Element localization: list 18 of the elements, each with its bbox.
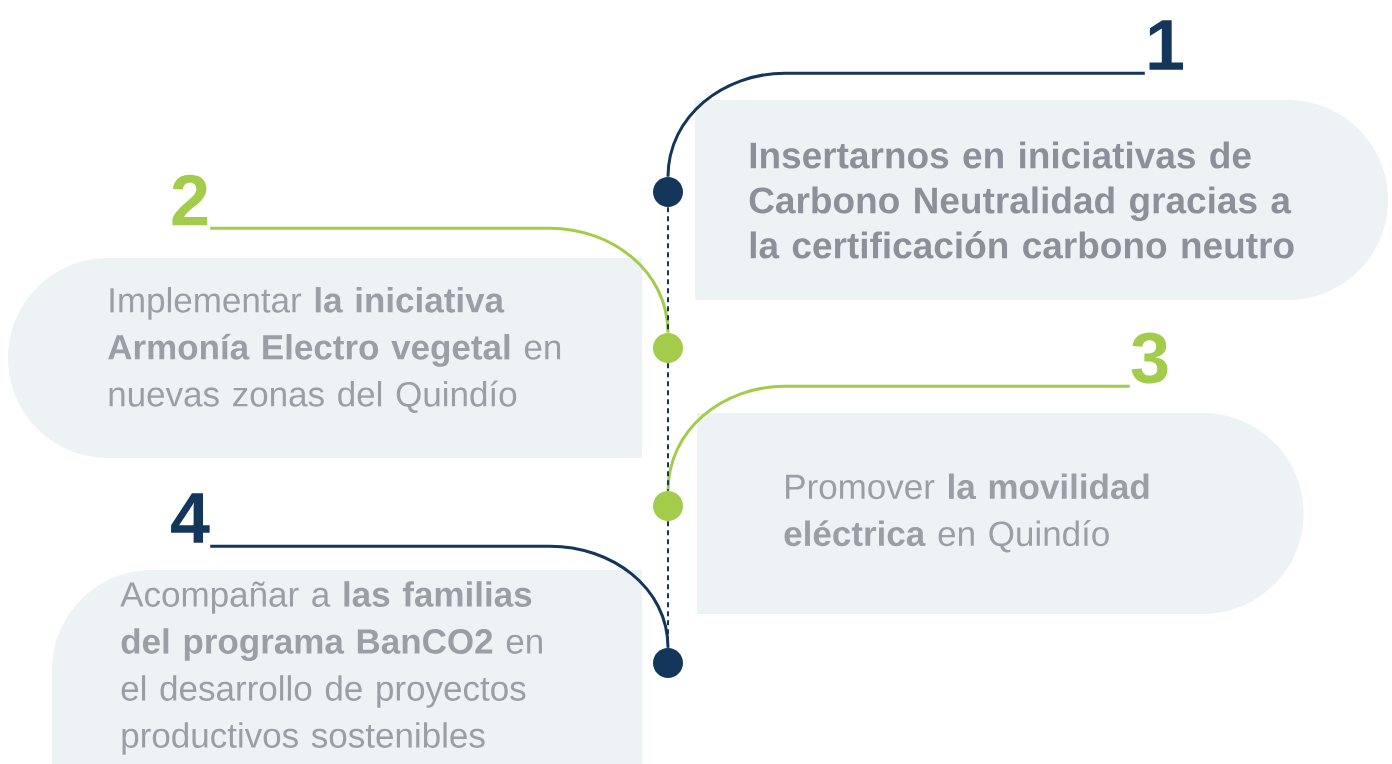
step-number: 2 <box>172 174 208 226</box>
timeline-dot <box>653 648 683 678</box>
text-card: Implementar la iniciativa Armonía Electro vegetal en nuevas zonas del Quindío <box>8 258 642 458</box>
connector-line <box>210 226 670 333</box>
connector-line <box>666 71 1145 177</box>
step-number: 4 <box>171 493 210 543</box>
text-card: Promover la movilidad eléctrica en Quindío <box>697 413 1304 614</box>
step-number: 1 <box>1149 20 1184 70</box>
timeline-dot <box>653 333 683 363</box>
timeline-dot <box>653 491 683 521</box>
connector-line <box>666 384 1130 491</box>
connector-line <box>210 544 670 648</box>
text-card: Acompañar a las familias del programa BanCO2 en el desarrollo de proyectos productivos sostenibles <box>52 570 642 764</box>
step-number: 3 <box>1131 332 1168 384</box>
text-card: Insertarnos en iniciativas de Carbono Neutralidad gracias a la certificación carbono neutro <box>695 100 1388 300</box>
timeline-dot <box>653 177 683 207</box>
connector-line <box>667 520 669 649</box>
connector-line <box>667 362 669 492</box>
